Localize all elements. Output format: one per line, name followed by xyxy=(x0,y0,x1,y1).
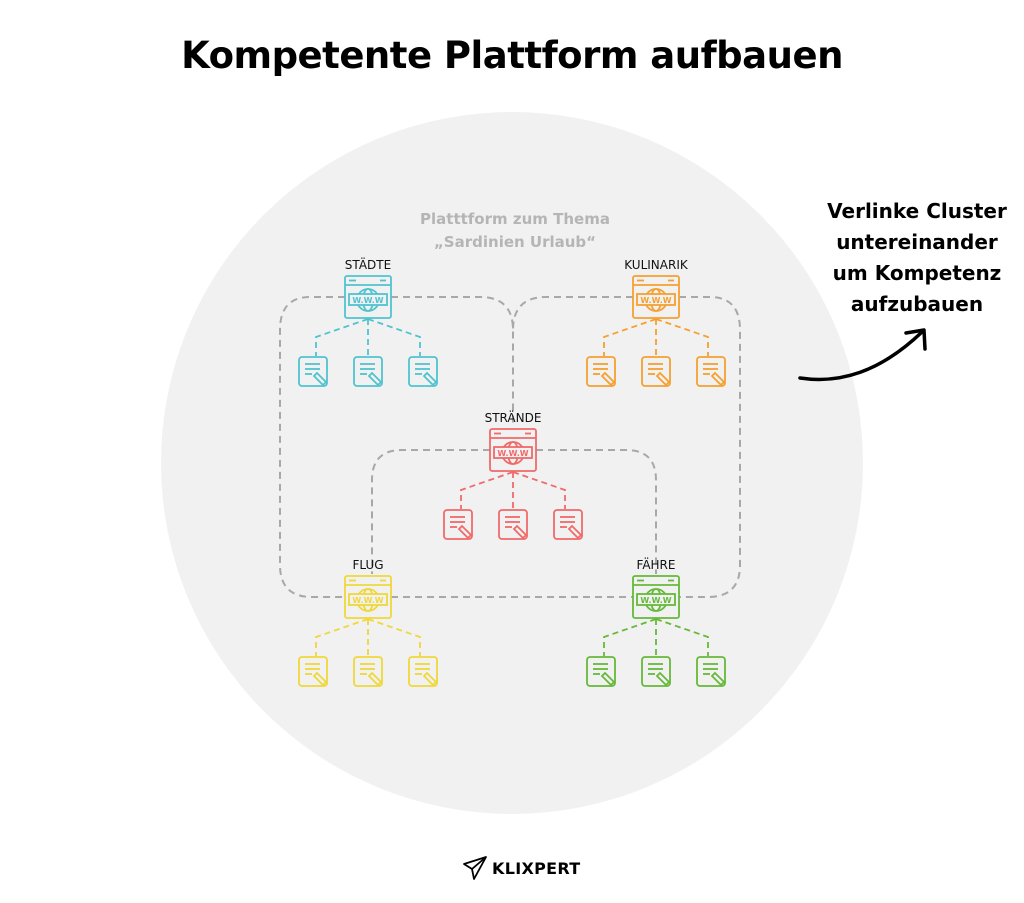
note-line: Verlinke Cluster xyxy=(827,199,1007,223)
cluster-link xyxy=(512,296,633,331)
cluster-fähre: FÄHRE W.W.W xyxy=(586,557,726,687)
page-links xyxy=(460,471,566,509)
www-text: W.W.W xyxy=(352,296,383,305)
arrow-head-icon xyxy=(904,328,927,351)
cluster-strände: STRÄNDE W.W.W xyxy=(443,410,583,540)
page-links xyxy=(315,318,421,356)
www-text: W.W.W xyxy=(640,296,671,305)
cluster-link xyxy=(371,449,490,574)
website-www-icon: W.W.W xyxy=(632,275,680,319)
page-links xyxy=(603,618,709,656)
page-document-icon xyxy=(353,656,383,687)
note-text: Verlinke Cluster untereinander um Kompet… xyxy=(812,196,1022,320)
website-www-icon: W.W.W xyxy=(344,275,392,319)
cluster-kulinarik: KULINARIK W.W.W xyxy=(586,258,726,387)
page-document-icon xyxy=(553,509,583,540)
platform-label-line2: „Sardinien Urlaub“ xyxy=(433,233,597,251)
page-document-icon xyxy=(298,356,328,387)
www-text: W.W.W xyxy=(640,596,671,605)
www-text: W.W.W xyxy=(352,596,383,605)
cluster-label: STRÄNDE xyxy=(485,410,542,425)
note-line: um Kompetenz xyxy=(832,261,1002,285)
page-document-icon xyxy=(408,356,438,387)
arrow-icon xyxy=(798,330,924,382)
page-document-icon xyxy=(353,356,383,387)
website-www-icon: W.W.W xyxy=(489,428,537,472)
page-document-icon xyxy=(586,356,616,387)
cluster-links xyxy=(279,296,741,598)
page-document-icon xyxy=(696,356,726,387)
cluster-städte: STÄDTE W.W.W xyxy=(298,257,438,387)
page-document-icon xyxy=(586,656,616,687)
brand-logo: KLIXPERT xyxy=(462,855,580,881)
page-document-icon xyxy=(641,356,671,387)
platform-label-line1: Platttform zum Thema xyxy=(420,210,610,228)
note-line: aufzubauen xyxy=(850,292,984,316)
page-document-icon xyxy=(408,656,438,687)
page-title: Kompetente Plattform aufbauen xyxy=(181,34,843,77)
cluster-label: KULINARIK xyxy=(624,258,689,272)
page-document-icon xyxy=(298,656,328,687)
paper-plane-icon xyxy=(463,856,487,880)
website-www-icon: W.W.W xyxy=(344,575,392,619)
brand-name: KLIXPERT xyxy=(492,858,581,878)
cluster-flug: FLUG W.W.W xyxy=(298,558,438,687)
website-www-icon: W.W.W xyxy=(632,575,680,619)
cluster-label: FLUG xyxy=(352,558,383,572)
page-links xyxy=(315,618,421,656)
page-links xyxy=(603,318,709,356)
cluster-link xyxy=(536,449,657,574)
cluster-link xyxy=(391,296,514,427)
page-document-icon xyxy=(696,656,726,687)
platform-label: Platttform zum Thema „Sardinien Urlaub“ xyxy=(380,208,650,254)
page-document-icon xyxy=(641,656,671,687)
note-line: untereinander xyxy=(836,230,998,254)
cluster-label: STÄDTE xyxy=(345,257,391,272)
page-document-icon xyxy=(443,509,473,540)
page-document-icon xyxy=(498,509,528,540)
cluster-label: FÄHRE xyxy=(637,557,676,572)
www-text: W.W.W xyxy=(497,449,528,458)
